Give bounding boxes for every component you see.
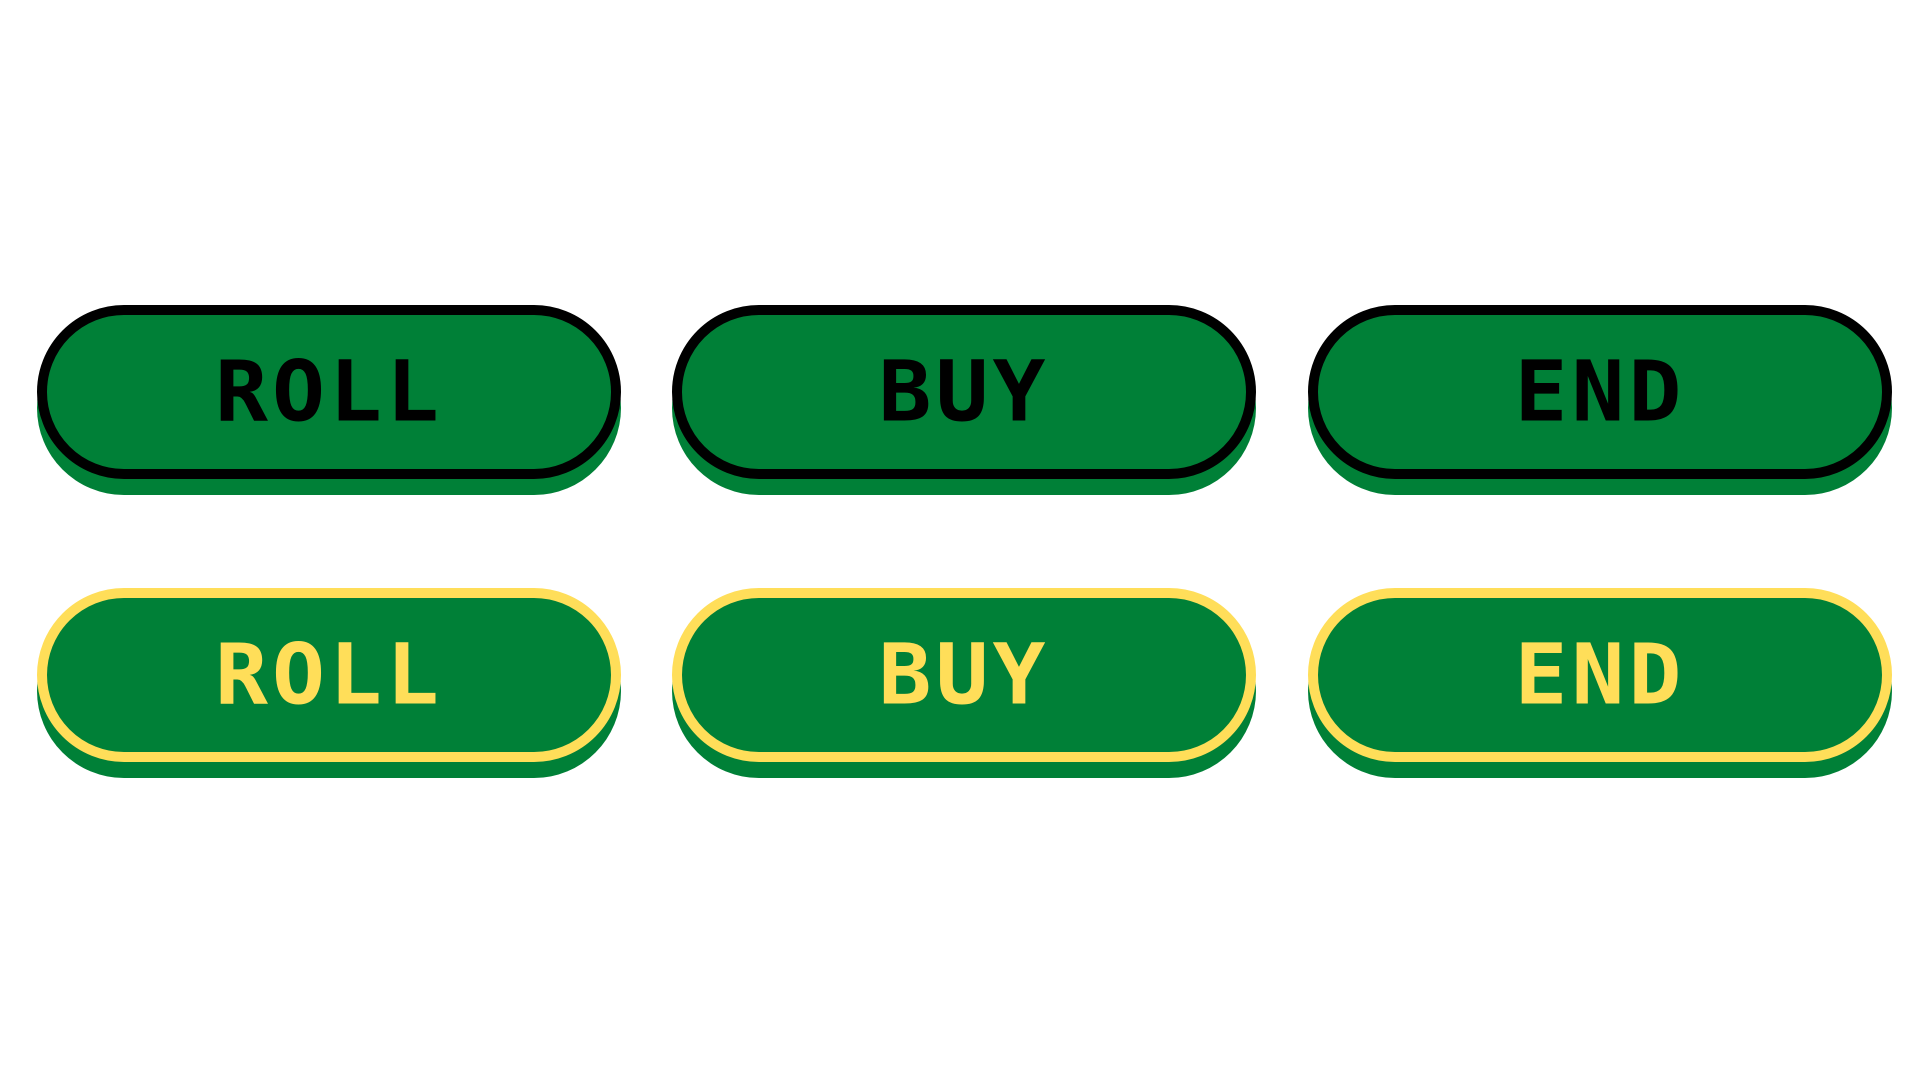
roll-button-face[interactable]: ROLL bbox=[37, 305, 621, 479]
highlighted-button-row: ROLL BUY END bbox=[0, 588, 1920, 788]
roll-button-highlighted-face[interactable]: ROLL bbox=[37, 588, 621, 762]
buy-button-highlighted-face[interactable]: BUY bbox=[672, 588, 1256, 762]
end-button-label: END bbox=[1514, 342, 1686, 441]
roll-button-highlighted-label: ROLL bbox=[215, 625, 443, 724]
end-button-highlighted-face[interactable]: END bbox=[1308, 588, 1892, 762]
buy-button-highlighted[interactable]: BUY bbox=[672, 588, 1256, 778]
end-button-highlighted-label: END bbox=[1514, 625, 1686, 724]
roll-button-highlighted[interactable]: ROLL bbox=[37, 588, 621, 778]
buy-button-face[interactable]: BUY bbox=[672, 305, 1256, 479]
end-button-face[interactable]: END bbox=[1308, 305, 1892, 479]
end-button[interactable]: END bbox=[1308, 305, 1892, 495]
roll-button-label: ROLL bbox=[215, 342, 443, 441]
buy-button-highlighted-label: BUY bbox=[878, 625, 1050, 724]
buy-button-label: BUY bbox=[878, 342, 1050, 441]
end-button-highlighted[interactable]: END bbox=[1308, 588, 1892, 778]
buy-button[interactable]: BUY bbox=[672, 305, 1256, 495]
normal-button-row: ROLL BUY END bbox=[0, 305, 1920, 505]
roll-button[interactable]: ROLL bbox=[37, 305, 621, 495]
